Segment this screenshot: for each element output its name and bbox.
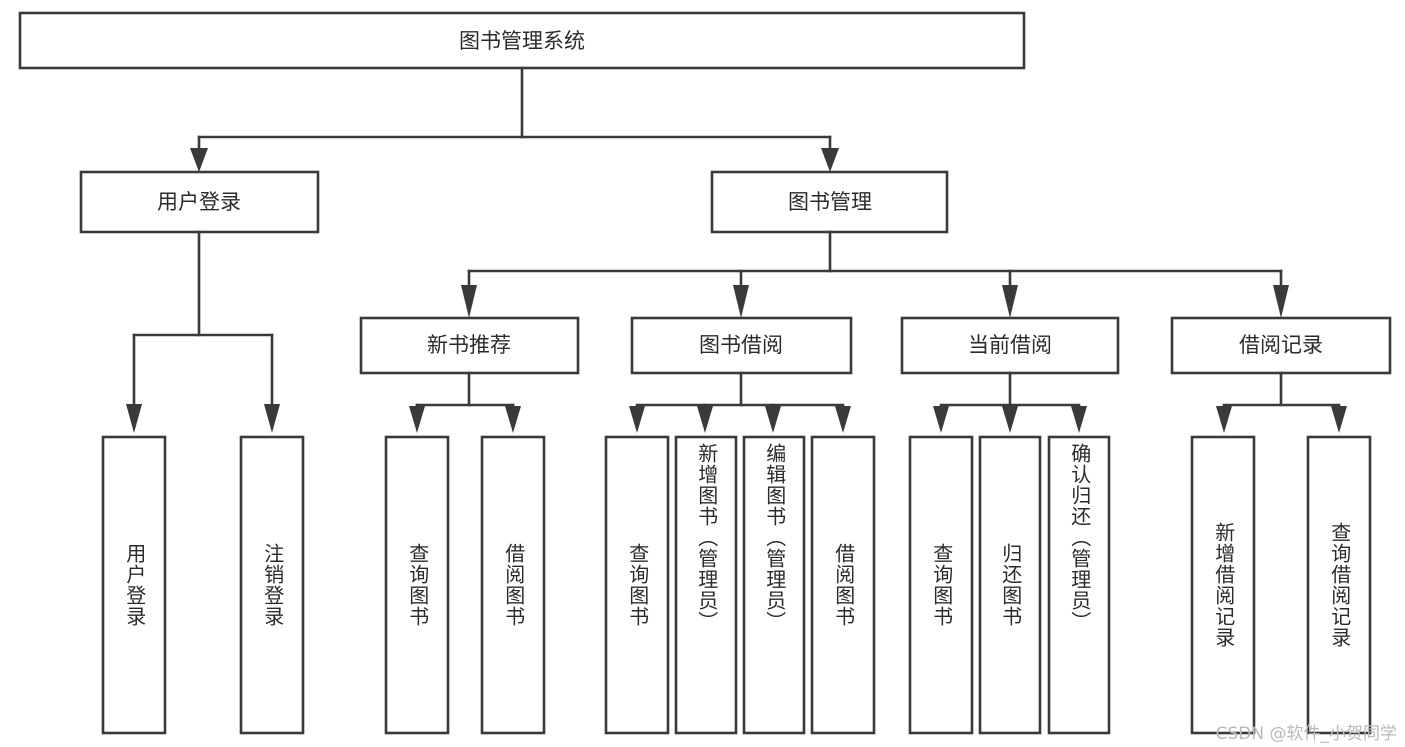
node-user-login-label: 用户登录 <box>157 190 241 214</box>
leaf-box-bb-3[interactable] <box>742 435 806 735</box>
arrowhead-user-login-leaf2 <box>264 404 280 433</box>
node-book-borrow-box[interactable] <box>630 316 853 375</box>
node-root-label: 图书管理系统 <box>459 29 585 53</box>
arrowhead-book-mgmt-c3 <box>1002 285 1018 318</box>
node-borrow-record-box[interactable] <box>1170 316 1392 375</box>
node-borrow-record[interactable]: 借阅记录 <box>1170 316 1392 375</box>
arrowhead-bb-l4 <box>835 406 851 433</box>
arrowhead-bb-l3 <box>765 406 781 433</box>
arrowhead-bb-l1 <box>629 406 645 433</box>
node-new-book-recommend-label: 新书推荐 <box>427 333 511 357</box>
arrowhead-nbr-l2 <box>505 406 521 433</box>
node-book-management[interactable]: 图书管理 <box>710 170 949 234</box>
node-new-book-recommend[interactable]: 新书推荐 <box>359 316 580 375</box>
arrowhead-nbr-l1 <box>409 406 425 433</box>
leaf-box-nbr-2[interactable] <box>480 435 546 735</box>
arrowhead-book-mgmt-c1 <box>461 285 477 318</box>
arrowhead-root-to-book-mgmt <box>821 148 839 172</box>
leaf-box-user-login-1[interactable] <box>101 435 167 735</box>
node-borrow-record-label: 借阅记录 <box>1239 333 1323 357</box>
node-root[interactable]: 图书管理系统 <box>18 11 1026 70</box>
arrowhead-br-l1 <box>1216 406 1232 433</box>
arrowhead-cb-l1 <box>933 406 949 433</box>
arrowhead-bb-l2 <box>697 406 713 433</box>
arrowhead-br-l2 <box>1331 406 1347 433</box>
node-user-login[interactable]: 用户登录 <box>79 170 320 234</box>
arrowhead-book-mgmt-c2 <box>733 285 749 318</box>
leaf-box-bb-4[interactable] <box>810 435 876 735</box>
leaf-box-cb-1[interactable] <box>908 435 974 735</box>
leaf-box-cb-2[interactable] <box>978 435 1042 735</box>
arrowhead-cb-l3 <box>1071 406 1087 433</box>
arrowhead-root-to-user-login <box>190 148 208 172</box>
arrowhead-cb-l2 <box>1002 406 1018 433</box>
csdn-watermark: CSDN @软件_小贺同学 <box>1215 724 1397 744</box>
node-root-box[interactable] <box>18 11 1026 70</box>
node-new-book-recommend-box[interactable] <box>359 316 580 375</box>
leaf-box-bb-2[interactable] <box>674 435 738 735</box>
node-book-borrow-label: 图书借阅 <box>699 333 783 357</box>
arrowhead-book-mgmt-c4 <box>1273 285 1289 318</box>
leaf-box-br-2[interactable] <box>1306 435 1372 735</box>
arrowhead-user-login-leaf1 <box>126 404 142 433</box>
leaf-box-user-login-2[interactable] <box>239 435 305 735</box>
leaf-box-br-1[interactable] <box>1190 435 1256 735</box>
node-book-borrow[interactable]: 图书借阅 <box>630 316 853 375</box>
node-current-borrow-label: 当前借阅 <box>968 333 1052 357</box>
node-book-management-box[interactable] <box>710 170 949 234</box>
leaf-box-cb-3[interactable] <box>1047 435 1111 735</box>
node-book-management-label: 图书管理 <box>788 190 872 214</box>
node-current-borrow[interactable]: 当前借阅 <box>900 316 1120 375</box>
leaf-box-nbr-1[interactable] <box>384 435 450 735</box>
node-current-borrow-box[interactable] <box>900 316 1120 375</box>
leaf-box-bb-1[interactable] <box>604 435 670 735</box>
